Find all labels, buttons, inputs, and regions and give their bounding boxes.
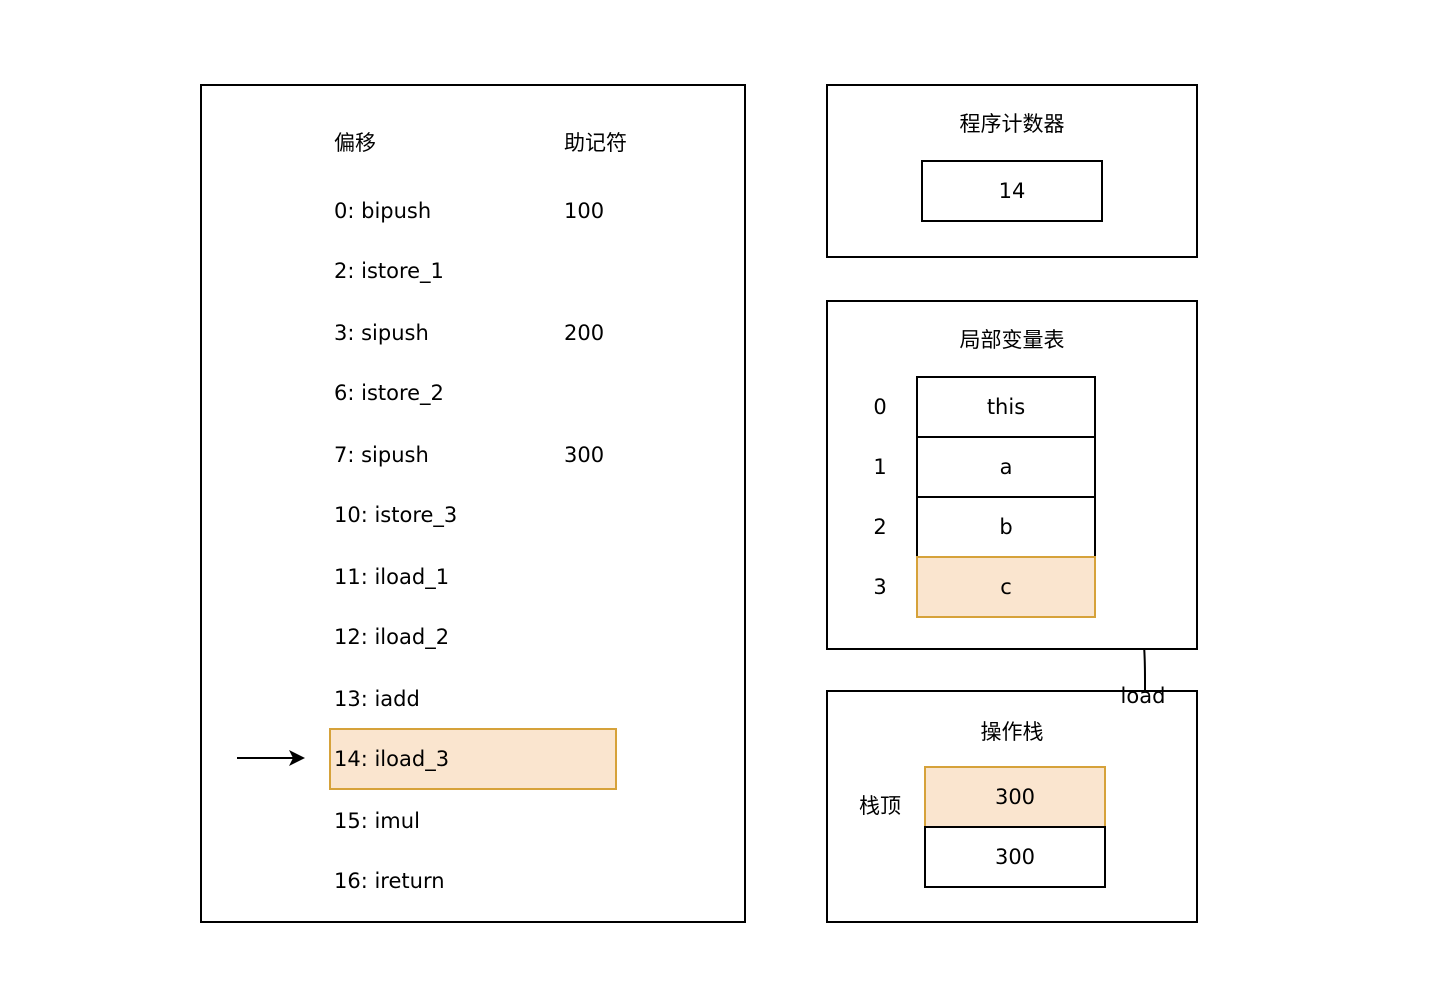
instruction-operand: 200 [564, 321, 605, 345]
stack-top-label: 栈顶 [859, 794, 901, 818]
instruction-offset: 13: iadd [334, 687, 420, 711]
stack-item: 300 [924, 826, 1106, 888]
slot-value: c [916, 556, 1096, 618]
instruction-operand: 300 [564, 443, 605, 467]
program-counter-title: 程序计数器 [959, 112, 1065, 136]
instruction-offset: 3: sipush [334, 321, 429, 345]
instruction-offset: 6: istore_2 [334, 381, 444, 405]
slot-value: b [916, 496, 1096, 558]
program-counter-value: 14 [921, 160, 1103, 222]
slot-index: 2 [873, 515, 887, 539]
load-edge-label: load [1120, 684, 1166, 708]
instruction-offset: 15: imul [334, 809, 420, 833]
instruction-offset: 2: istore_1 [334, 259, 444, 283]
current-instruction-arrow [237, 750, 305, 766]
instruction-offset: 16: ireturn [334, 869, 445, 893]
slot-value: a [916, 436, 1096, 498]
instruction-offset: 0: bipush [334, 199, 432, 223]
local-variable-table-title: 局部变量表 [959, 328, 1065, 352]
instruction-offset: 11: iload_1 [334, 565, 450, 589]
offset-header: 偏移 [334, 131, 376, 155]
instruction-offset: 14: iload_3 [334, 747, 450, 771]
instruction-offset: 12: iload_2 [334, 625, 450, 649]
slot-index: 0 [873, 395, 887, 419]
mnemonic-header: 助记符 [564, 131, 627, 155]
stack-item-top: 300 [924, 766, 1106, 828]
operand-stack-title: 操作栈 [980, 720, 1044, 744]
slot-index: 3 [873, 575, 887, 599]
instruction-offset: 10: istore_3 [334, 503, 458, 527]
instruction-operand: 100 [564, 199, 605, 223]
slot-index: 1 [873, 455, 887, 479]
slot-value: this [916, 376, 1096, 438]
instruction-offset: 7: sipush [334, 443, 429, 467]
current-instruction-highlight [329, 728, 617, 790]
